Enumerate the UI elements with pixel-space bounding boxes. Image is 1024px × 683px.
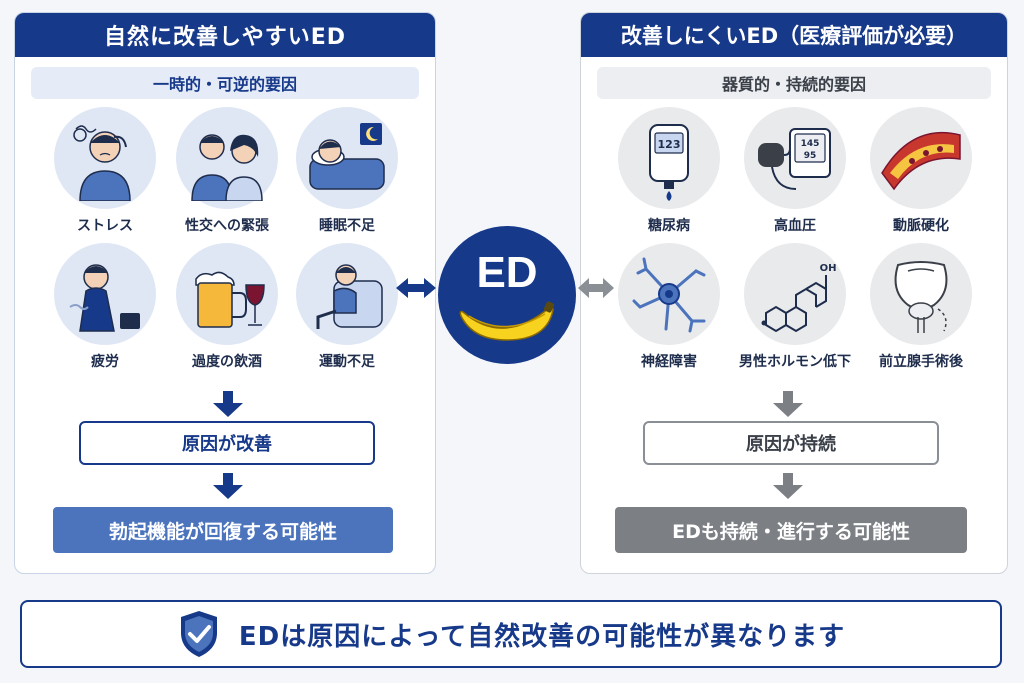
factor-atherosclerosis: 動脈硬化: [861, 107, 981, 235]
factor-label: 性交への緊張: [185, 218, 269, 234]
ed-center-badge: ED: [438, 226, 576, 364]
tired-worker-icon: [54, 243, 156, 345]
factor-performance-anxiety: 性交への緊張: [167, 107, 287, 235]
cause-improves-box: 原因が改善: [79, 421, 375, 465]
persistent-ed-title: 改善しにくいED（医療評価が必要）: [581, 13, 1007, 57]
factor-heavy-drinking: 過度の飲酒: [167, 243, 287, 371]
clogged-artery-icon: [870, 107, 972, 209]
factor-label: 過度の飲酒: [192, 354, 262, 370]
recovery-possible-box: 勃起機能が回復する可能性: [53, 507, 393, 553]
factor-label: 前立腺手術後: [879, 354, 963, 370]
factor-low-testosterone: OH 男性ホルモン低下: [735, 243, 855, 371]
diastolic-reading: 95: [804, 151, 817, 161]
systolic-reading: 145: [801, 139, 820, 149]
factor-label: 神経障害: [641, 354, 697, 370]
factor-fatigue: 疲労: [45, 243, 165, 371]
down-arrow-icon: [213, 473, 243, 499]
blood-pressure-monitor-icon: 145 95: [744, 107, 846, 209]
factor-label: 糖尿病: [648, 218, 690, 234]
ed-center-label: ED: [476, 248, 538, 297]
persistent-factors-subtitle: 器質的・持続的要因: [597, 67, 991, 99]
factor-label: 睡眠不足: [319, 218, 375, 234]
down-arrow-icon: [213, 391, 243, 417]
reversible-factors-subtitle: 一時的・可逆的要因: [31, 67, 419, 99]
glucose-meter-icon: 123: [618, 107, 720, 209]
glucose-reading: 123: [658, 138, 681, 151]
sitting-person-icon: [296, 243, 398, 345]
factor-label: 運動不足: [319, 354, 375, 370]
conclusion-banner: EDは原因によって自然改善の可能性が異なります: [20, 600, 1002, 668]
neuron-icon: [618, 243, 720, 345]
right-double-arrow-icon: [578, 278, 614, 298]
shield-check-icon: [180, 611, 217, 657]
molecule-icon: OH: [744, 243, 846, 345]
factor-stress: ストレス: [45, 107, 165, 235]
hydroxyl-label: OH: [820, 263, 837, 274]
factor-post-prostate-surgery: 前立腺手術後: [861, 243, 981, 371]
sleeping-person-icon: [296, 107, 398, 209]
ed-progression-box: EDも持続・進行する可能性: [615, 507, 967, 553]
factor-diabetes: 123 糖尿病: [609, 107, 729, 235]
factor-label: 疲労: [91, 354, 119, 370]
factor-label: ストレス: [77, 218, 133, 234]
factor-lack-of-exercise: 運動不足: [287, 243, 407, 371]
persistent-ed-panel: 改善しにくいED（医療評価が必要） 器質的・持続的要因 123 糖尿病: [580, 12, 1008, 574]
beer-wine-icon: [176, 243, 278, 345]
reversible-ed-panel: 自然に改善しやすいED 一時的・可逆的要因 ストレス: [14, 12, 436, 574]
factor-label: 動脈硬化: [893, 218, 949, 234]
left-double-arrow-icon: [396, 278, 436, 298]
factor-label: 高血圧: [774, 218, 816, 234]
factor-label: 男性ホルモン低下: [739, 354, 851, 370]
down-arrow-icon: [773, 473, 803, 499]
factor-hypertension: 145 95 高血圧: [735, 107, 855, 235]
stressed-man-icon: [54, 107, 156, 209]
reversible-ed-title: 自然に改善しやすいED: [15, 13, 435, 57]
down-arrow-icon: [773, 391, 803, 417]
prostate-icon: [870, 243, 972, 345]
conclusion-text: EDは原因によって自然改善の可能性が異なります: [238, 621, 846, 652]
factor-lack-of-sleep: 睡眠不足: [287, 107, 407, 235]
nervous-couple-icon: [176, 107, 278, 209]
cause-persists-box: 原因が持続: [643, 421, 939, 465]
factor-neuropathy: 神経障害: [609, 243, 729, 371]
banana-icon: [459, 301, 555, 341]
